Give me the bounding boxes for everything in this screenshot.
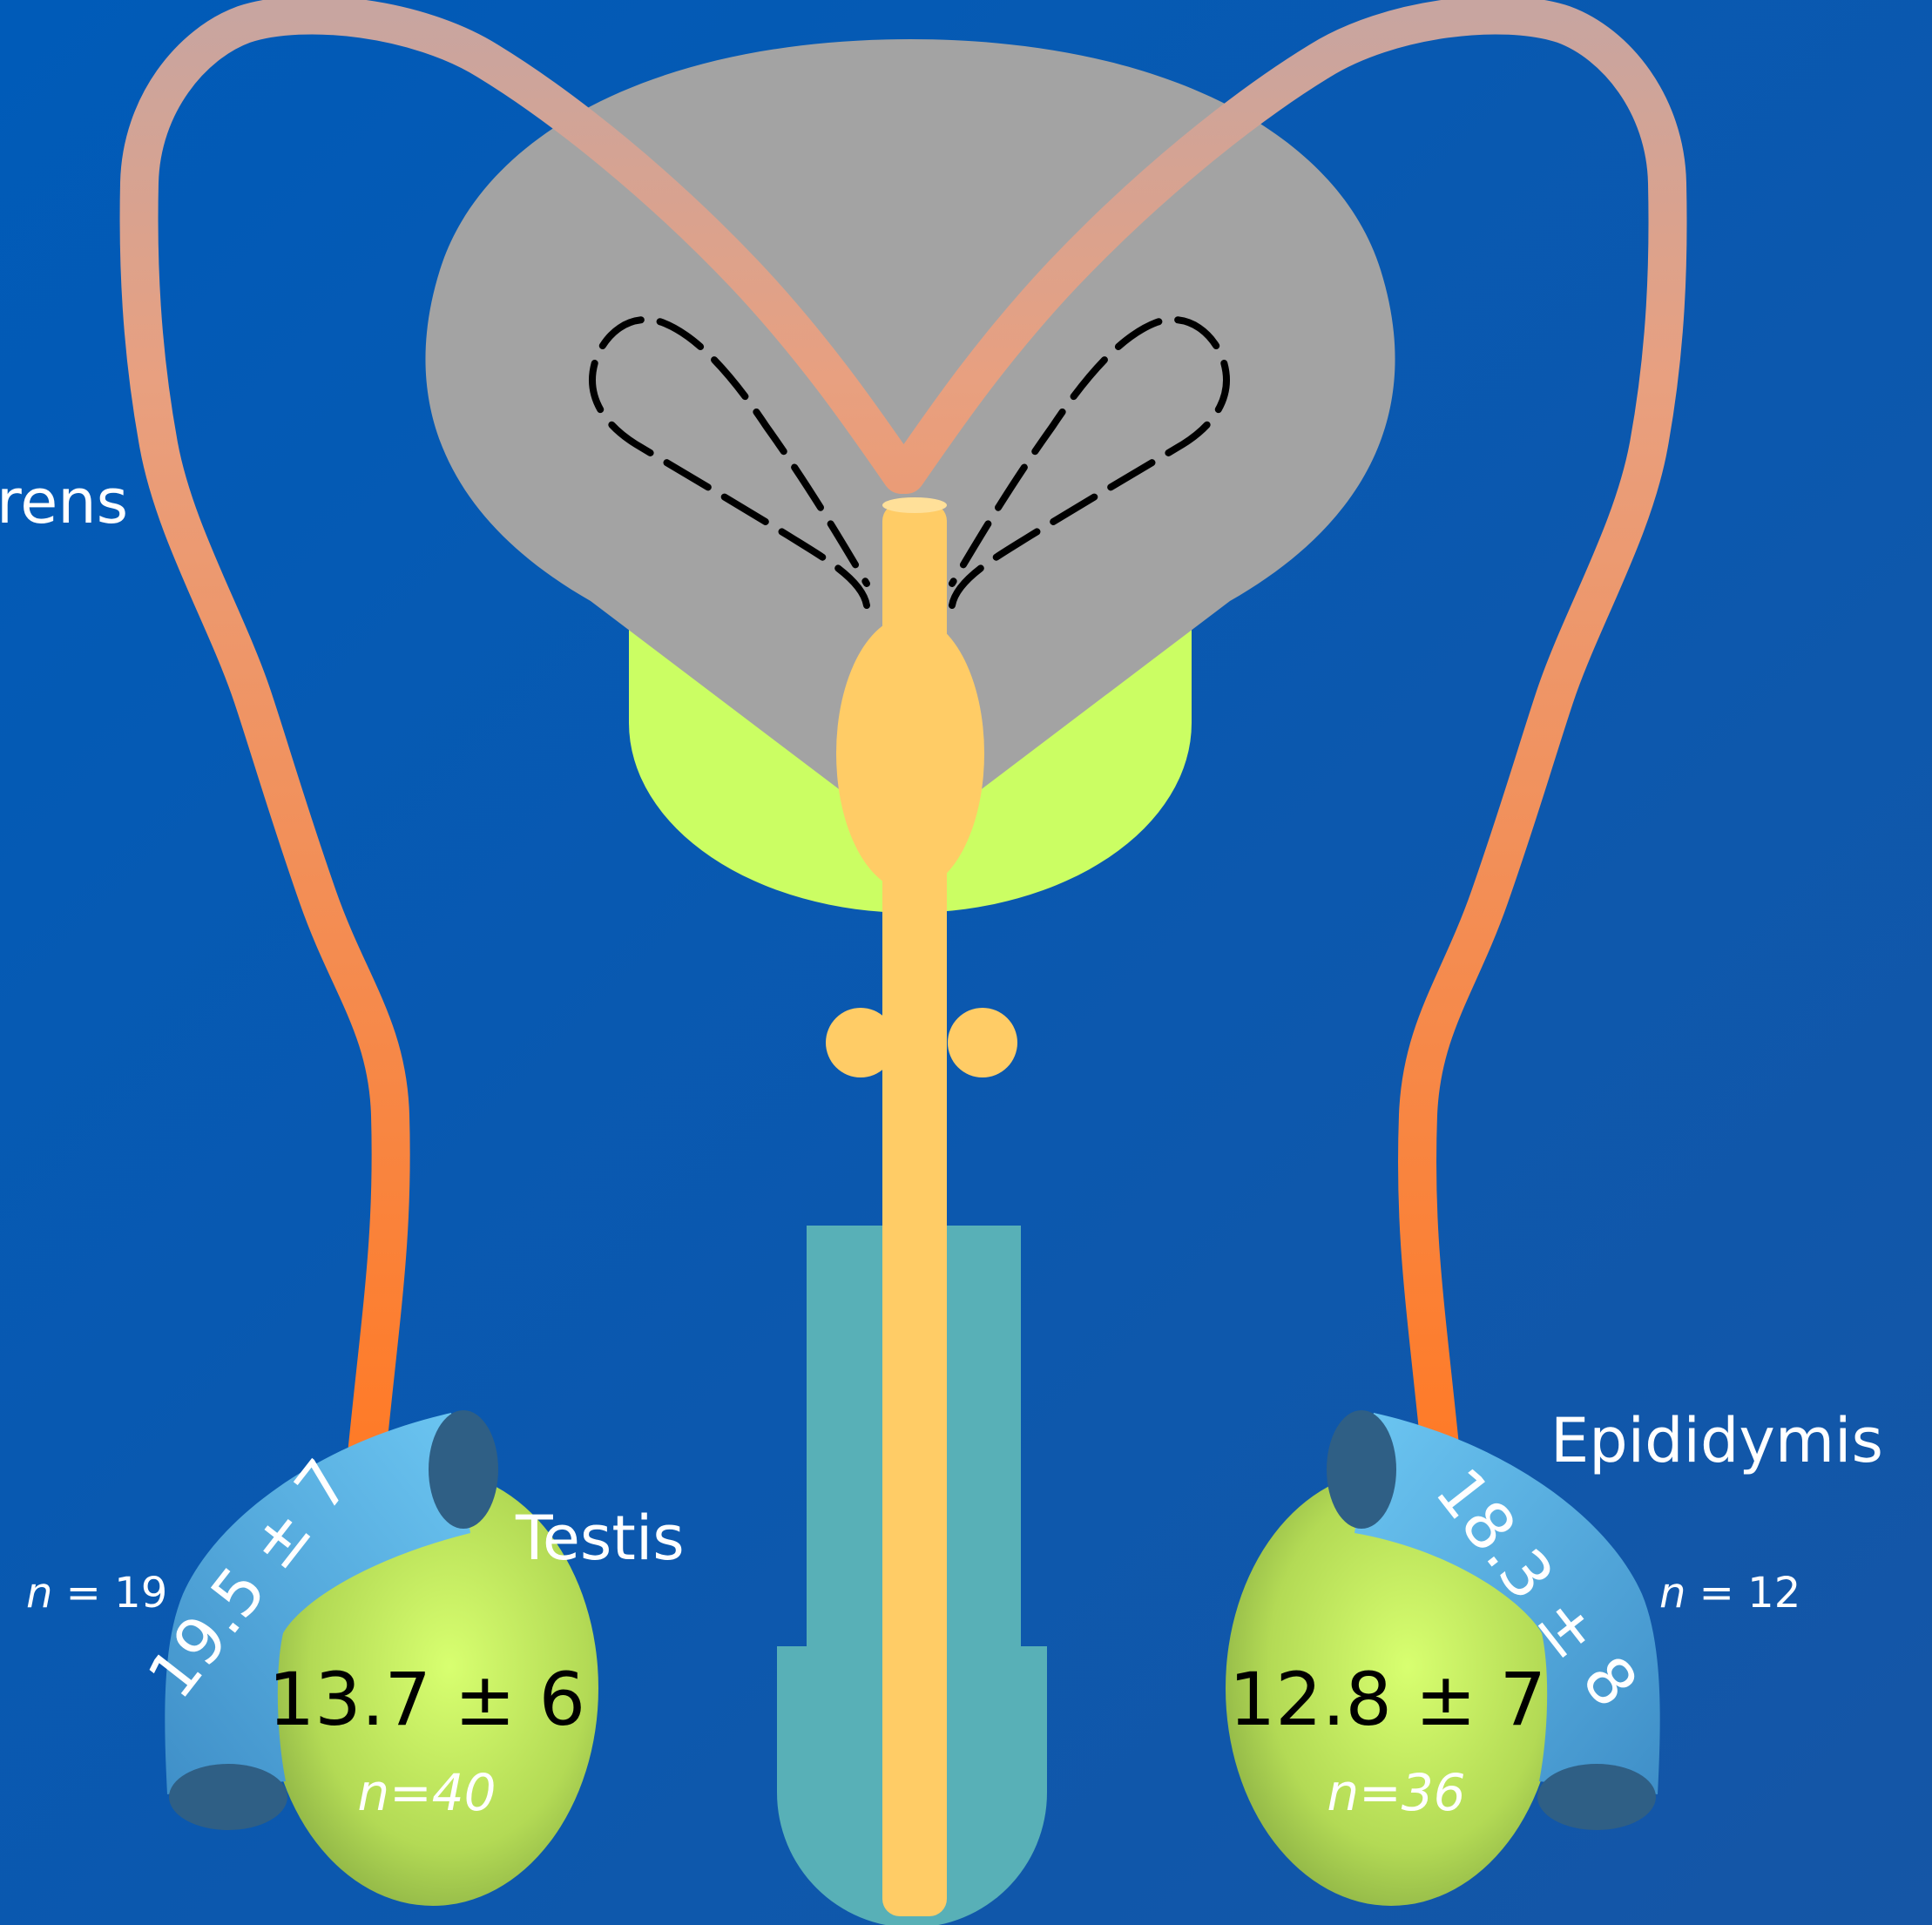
epididymis-left-cap-top (429, 1410, 498, 1529)
testis-right-n: n=36 (1327, 1763, 1465, 1822)
testis-label: Testis (515, 1503, 685, 1574)
vas-deferens-label: rens (0, 466, 128, 537)
testis-right-value: 12.8 ± 7 (1229, 1657, 1546, 1742)
bulbourethral-gland-right (948, 1008, 1017, 1077)
epididymis-left-cap-bottom (169, 1764, 287, 1830)
prostatic-urethra-bulge (836, 616, 984, 891)
testis-left-value: 13.7 ± 6 (268, 1657, 585, 1742)
testis-left-n: n=40 (357, 1763, 496, 1822)
epididymis-right-n-suffix: = 12 (1685, 1569, 1800, 1618)
epididymis-right-cap-bottom (1537, 1764, 1656, 1830)
epididymis-right-n-prefix: n (1659, 1569, 1685, 1618)
epididymis-left-n-prefix: n (26, 1569, 52, 1618)
epididymis-left-n-suffix: = 19 (52, 1569, 167, 1618)
epididymis-right-cap-top (1327, 1410, 1396, 1529)
epididymis-label: Epididymis (1550, 1405, 1883, 1476)
epididymis-left-n: n = 19 (26, 1569, 167, 1618)
bulbourethral-gland-left (826, 1008, 895, 1077)
epididymis-right-n: n = 12 (1659, 1569, 1800, 1618)
urethra-top-cap (882, 497, 947, 513)
